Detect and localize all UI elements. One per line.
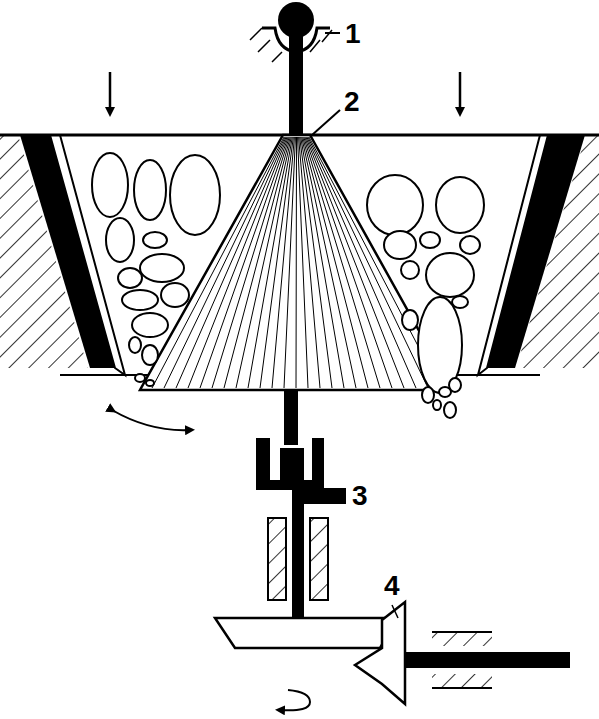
motion-arrow bbox=[112, 410, 190, 430]
bowl-liner bbox=[487, 135, 585, 368]
rotation-arrow bbox=[280, 690, 310, 710]
feed-arrow bbox=[109, 72, 112, 112]
bearing-housing bbox=[310, 518, 328, 600]
leader-line bbox=[392, 605, 398, 618]
leader-line bbox=[312, 110, 340, 135]
callout-number: 1 bbox=[343, 20, 363, 48]
bevel-gear bbox=[215, 618, 398, 648]
callout-number: 4 bbox=[382, 572, 402, 600]
eccentric-bushing bbox=[256, 438, 324, 490]
ore-rocks bbox=[92, 153, 484, 418]
drive-shaft bbox=[405, 652, 570, 668]
main-shaft bbox=[289, 30, 303, 138]
callout-number: 3 bbox=[350, 482, 370, 510]
leader-line bbox=[325, 32, 340, 34]
callout-number: 2 bbox=[342, 88, 362, 116]
crushing-cone bbox=[140, 135, 452, 390]
feed-arrow bbox=[459, 72, 462, 112]
pinion-gear bbox=[355, 602, 405, 704]
bearing-housing bbox=[268, 518, 286, 600]
